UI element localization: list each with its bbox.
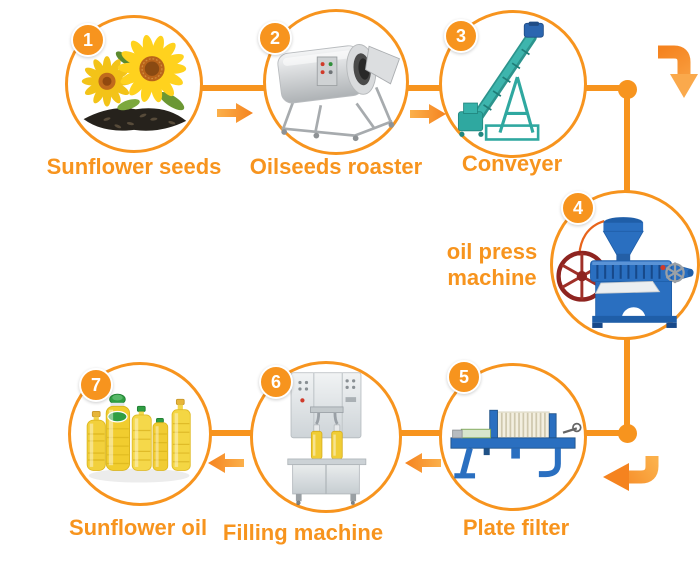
screw-conveyer-image (457, 21, 544, 141)
sunflower-seeds-image (81, 34, 187, 131)
connector-5-6 (399, 430, 442, 436)
connector-6-7 (209, 430, 253, 436)
connector-4-junction (624, 338, 630, 436)
step-circle-7 (68, 362, 212, 506)
plate-filter-image (450, 409, 582, 479)
flow-arrow-left-icon (208, 453, 244, 473)
connector-1-2 (200, 85, 266, 91)
flow-arrow-right-icon (217, 103, 253, 123)
step-label-4: oil press machine (446, 239, 538, 290)
step-number-badge-3: 3 (444, 19, 478, 53)
step-label-7: Sunflower oil (68, 515, 208, 540)
connector-3-junction (584, 85, 628, 91)
elbow-arrow-left-icon (603, 456, 659, 491)
elbow-arrow-down-icon (658, 45, 698, 98)
sunflower-oil-bottles-image (86, 393, 191, 483)
step-number-badge-6: 6 (259, 365, 293, 399)
step-label-5: Plate filter (462, 515, 570, 540)
step-circle-5 (439, 363, 587, 511)
step-label-1: Sunflower seeds (46, 154, 222, 179)
filling-machine-image (287, 372, 367, 505)
junction-dot-top (618, 80, 637, 99)
oilseeds-roaster-image (277, 44, 400, 142)
step-number-badge-4: 4 (561, 191, 595, 225)
step-number-badge-2: 2 (258, 21, 292, 55)
junction-dot-bottom (618, 424, 637, 443)
step-label-6: Filling machine (222, 520, 384, 545)
connector-junction-5 (584, 430, 628, 436)
step-circle-2 (263, 9, 409, 155)
connector-junction-4 (624, 89, 630, 193)
step-number-badge-5: 5 (447, 360, 481, 394)
flow-arrow-left-icon (405, 453, 441, 473)
step-label-3: Conveyer (461, 151, 563, 176)
oil-press-machine-image (556, 217, 694, 330)
flow-arrow-right-icon (410, 104, 446, 124)
step-circle-1 (65, 15, 203, 153)
step-label-2: Oilseeds roaster (249, 154, 423, 179)
step-number-badge-1: 1 (71, 23, 105, 57)
connector-2-3 (406, 85, 442, 91)
step-number-badge-7: 7 (79, 368, 113, 402)
